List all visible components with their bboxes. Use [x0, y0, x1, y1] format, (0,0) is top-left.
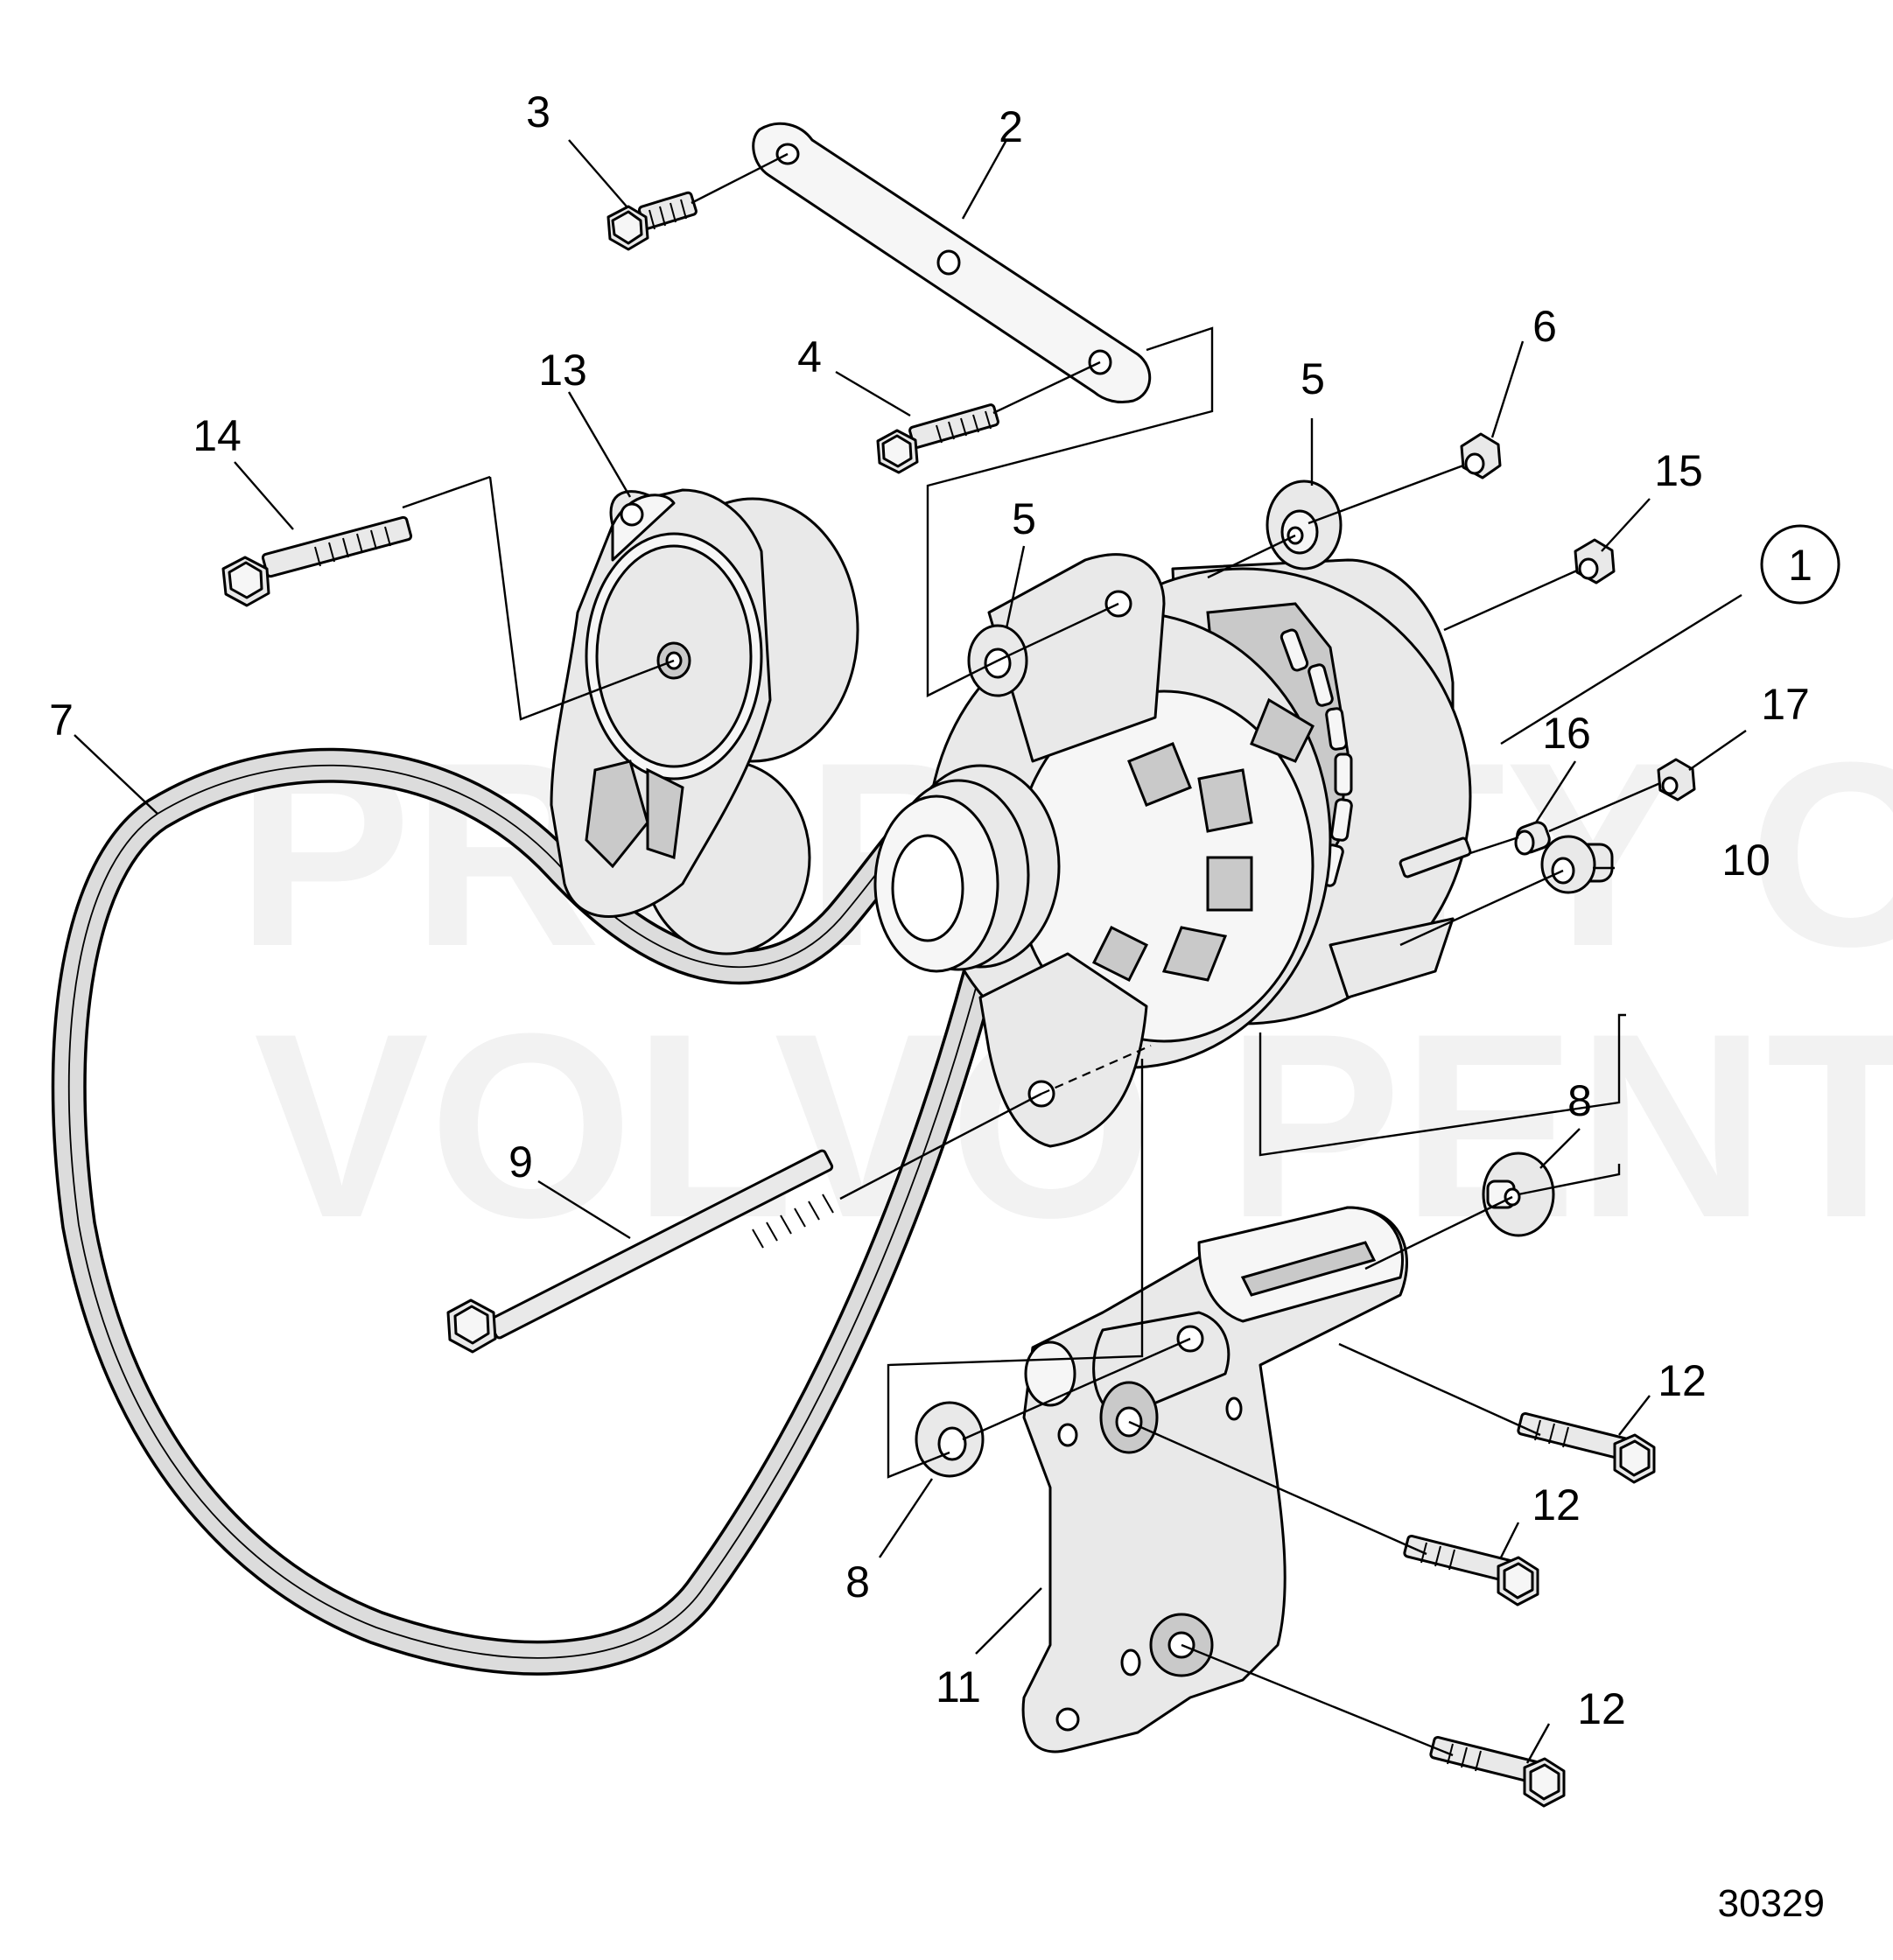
- callout-5-lower: 5: [1012, 494, 1036, 543]
- callout-12-middle: 12: [1532, 1480, 1581, 1530]
- callout-1: 1: [1788, 541, 1812, 590]
- bolt-4: [876, 403, 999, 474]
- mounting-bracket: [1021, 1206, 1408, 1754]
- callout-7: 7: [49, 696, 74, 745]
- callout-12-lower: 12: [1577, 1684, 1626, 1733]
- callout-9: 9: [508, 1138, 533, 1186]
- callout-3: 3: [526, 88, 550, 136]
- callout-13: 13: [538, 346, 587, 395]
- bolt-long-9: [446, 1149, 834, 1354]
- callout-11: 11: [936, 1662, 981, 1712]
- callout-16: 16: [1542, 709, 1591, 758]
- bolt-12-middle: [1403, 1534, 1539, 1606]
- washer-5-upper: [1266, 480, 1343, 570]
- washer-8-lower: [915, 1401, 985, 1478]
- callout-12-upper: 12: [1658, 1356, 1707, 1405]
- callouts: 1 2 3 4 5 5 6 7 8 8 9 10 11 12 12 12 13 …: [49, 88, 1840, 1733]
- drive-belt: [51, 747, 1033, 1676]
- callout-2: 2: [999, 102, 1023, 151]
- callout-8-upper: 8: [1567, 1076, 1592, 1125]
- drawing-number: 30329: [1718, 1882, 1825, 1925]
- alternator: [873, 553, 1472, 1148]
- callout-6: 6: [1532, 302, 1557, 351]
- sleeve-10: [1540, 835, 1614, 894]
- callout-17: 17: [1761, 680, 1810, 729]
- bolt-12-upper: [1517, 1411, 1656, 1484]
- callout-10: 10: [1721, 836, 1770, 885]
- callout-5-upper: 5: [1301, 354, 1325, 403]
- bolt-12-lower: [1429, 1735, 1566, 1808]
- belt-tensioner: [550, 488, 859, 956]
- spacer-16: [1514, 821, 1551, 856]
- bolt-long-14: [221, 515, 413, 607]
- callout-1-circle: [1760, 524, 1840, 605]
- nut-17: [1657, 758, 1696, 802]
- assembly-lines: [402, 152, 1661, 1757]
- nut-6: [1460, 432, 1502, 480]
- callout-14: 14: [193, 411, 242, 460]
- callout-15: 15: [1654, 446, 1703, 495]
- callout-leaders: [74, 139, 1747, 1764]
- callout-8-lower: 8: [845, 1558, 870, 1606]
- callout-4: 4: [797, 332, 822, 382]
- bolt-short-3: [606, 191, 698, 251]
- nut-15: [1574, 538, 1616, 584]
